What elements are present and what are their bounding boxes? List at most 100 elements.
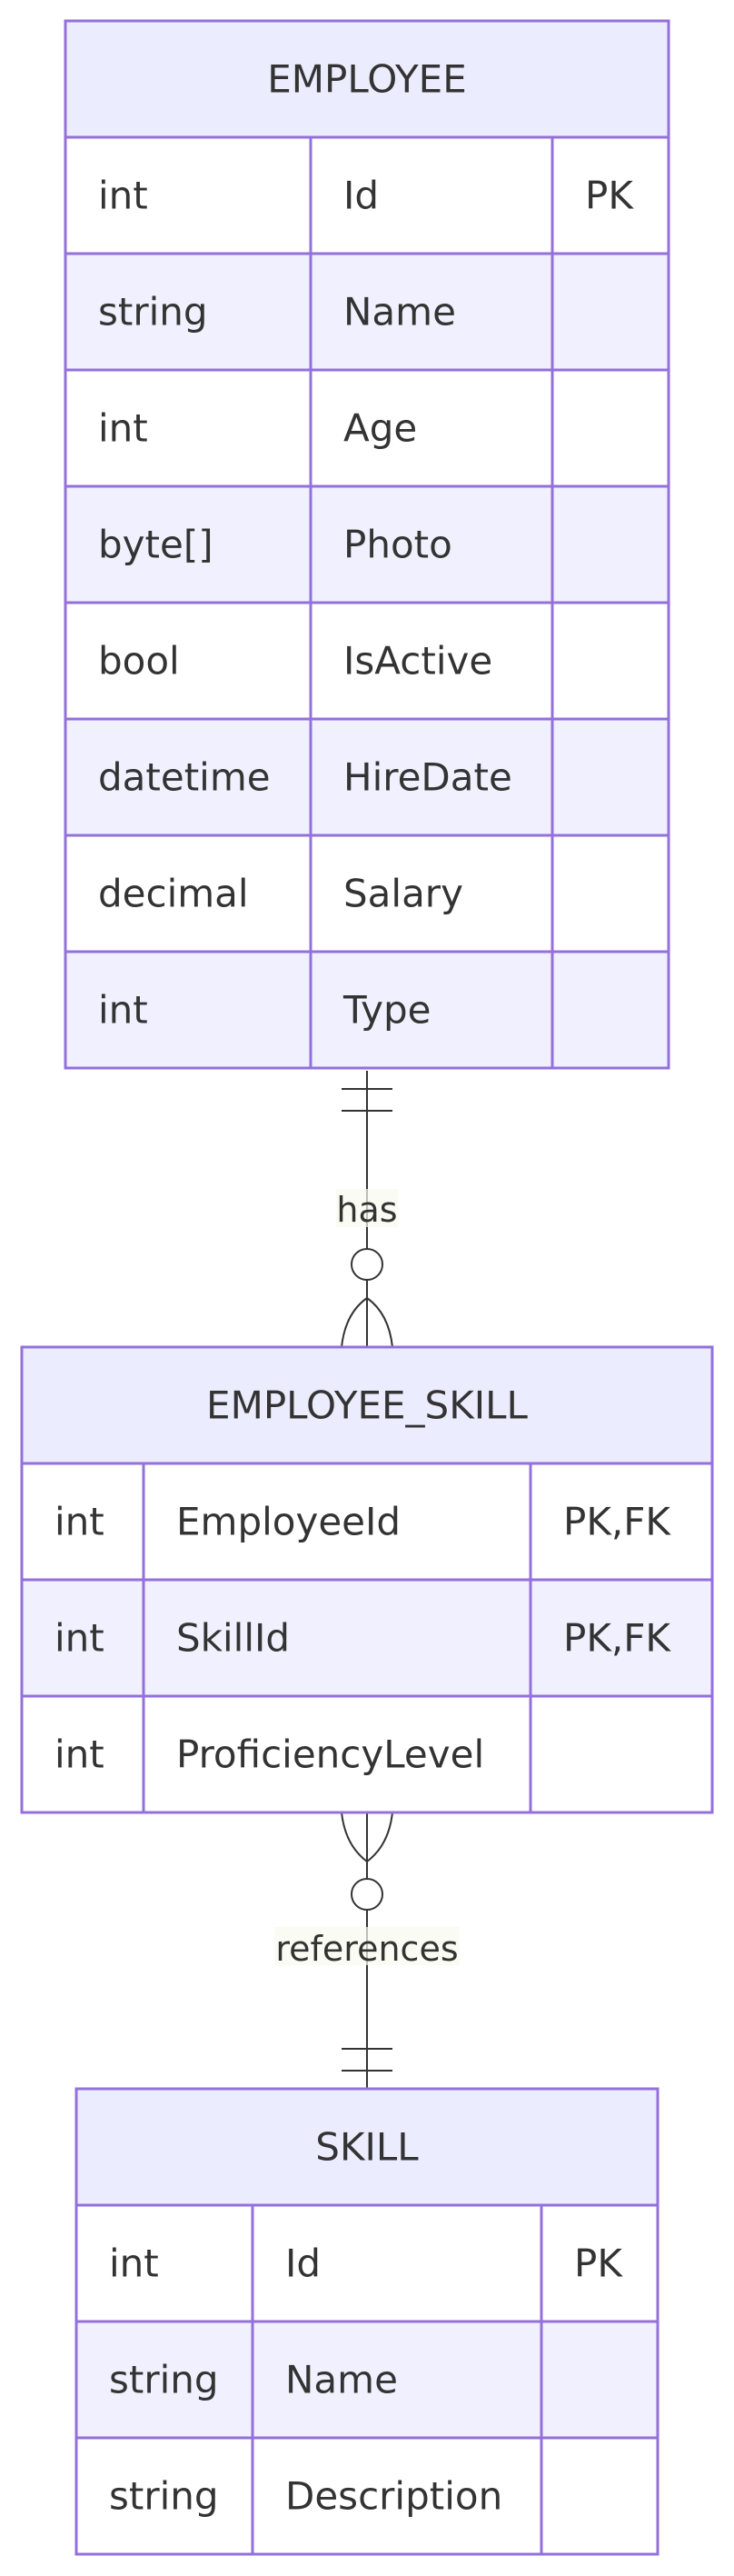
attribute-cell <box>251 2203 543 2323</box>
cardinality-many-crowfoot <box>366 1812 393 1862</box>
attribute-row: string Name <box>74 2320 660 2440</box>
attribute-type: int <box>109 2242 159 2286</box>
attribute-cell <box>550 252 670 372</box>
attribute-type: byte[] <box>98 523 213 567</box>
attribute-type: int <box>55 1616 104 1661</box>
cardinality-many-crowfoot <box>341 1812 368 1862</box>
attribute-type: int <box>98 406 148 451</box>
relationship-label: has <box>336 1190 397 1230</box>
attribute-key: PK,FK <box>563 1616 671 1661</box>
attribute-cell <box>309 135 554 255</box>
attribute-cell <box>550 717 670 837</box>
attribute-cell <box>309 601 554 721</box>
attribute-name: ProficiencyLevel <box>176 1732 484 1777</box>
attribute-cell <box>550 601 670 721</box>
entity-header <box>20 1345 714 1465</box>
attribute-row: int Id PK <box>64 135 670 255</box>
attribute-type: bool <box>98 639 180 684</box>
attribute-name: Name <box>285 2358 398 2402</box>
relationship-label-bg <box>336 1189 398 1227</box>
attribute-row: int Type <box>64 950 670 1070</box>
relationship-references: references <box>274 1812 460 2089</box>
attribute-cell <box>64 484 312 604</box>
attribute-key: PK,FK <box>563 1500 671 1544</box>
cardinality-zero-circle <box>351 1878 383 1911</box>
attribute-cell <box>550 368 670 488</box>
cardinality-many-crowfoot <box>366 1297 393 1348</box>
attribute-cell <box>550 135 670 255</box>
entity-title: EMPLOYEE <box>267 57 467 102</box>
attribute-cell <box>64 135 312 255</box>
entity-header <box>64 19 670 139</box>
attribute-row: bool IsActive <box>64 601 670 721</box>
attribute-type: int <box>55 1500 104 1544</box>
attribute-row: int Age <box>64 368 670 488</box>
attribute-type: int <box>98 174 148 218</box>
attribute-cell <box>20 1462 145 1582</box>
attribute-name: Description <box>285 2474 502 2519</box>
attribute-cell <box>550 834 670 954</box>
attribute-cell <box>64 950 312 1070</box>
relationship-label: references <box>275 1929 458 1969</box>
attribute-cell <box>529 1694 714 1814</box>
attribute-cell <box>309 834 554 954</box>
attribute-row: decimal Salary <box>64 834 670 954</box>
attribute-cell <box>529 1462 714 1582</box>
attribute-name: Id <box>343 174 379 218</box>
relationship-label-bg <box>274 1927 460 1965</box>
attribute-cell <box>74 2436 254 2556</box>
attribute-name: EmployeeId <box>176 1500 401 1544</box>
attribute-name: Age <box>343 406 417 451</box>
attribute-name: HireDate <box>343 755 512 800</box>
attribute-cell <box>540 2320 660 2440</box>
attribute-cell <box>251 2320 543 2440</box>
attribute-type: string <box>98 290 208 334</box>
entity-title: SKILL <box>315 2125 419 2170</box>
attribute-name: IsActive <box>343 639 492 684</box>
attribute-name: Type <box>342 988 431 1033</box>
attribute-type: int <box>55 1732 104 1777</box>
attribute-type: datetime <box>98 755 271 800</box>
attribute-row: int SkillId PK,FK <box>20 1578 714 1698</box>
attribute-name: SkillId <box>176 1616 290 1661</box>
attribute-row: string Name <box>64 252 670 372</box>
attribute-cell <box>550 484 670 604</box>
attribute-name: Salary <box>343 872 463 916</box>
entity-header <box>74 2087 660 2207</box>
attribute-type: int <box>98 988 148 1033</box>
attribute-cell <box>74 2203 254 2323</box>
attribute-cell <box>550 950 670 1070</box>
attribute-cell <box>20 1694 145 1814</box>
attribute-cell <box>309 484 554 604</box>
attribute-name: Name <box>343 290 456 334</box>
attribute-cell <box>142 1578 532 1698</box>
attribute-type: string <box>109 2358 219 2402</box>
attribute-key: PK <box>585 174 634 218</box>
entity-title: EMPLOYEE_SKILL <box>206 1383 528 1428</box>
attribute-cell <box>64 601 312 721</box>
attribute-row: int ProficiencyLevel <box>20 1694 714 1814</box>
cardinality-many-crowfoot <box>341 1297 368 1348</box>
attribute-cell <box>142 1694 532 1814</box>
attribute-key: PK <box>574 2242 623 2286</box>
relationship-has: has <box>336 1071 398 1348</box>
attribute-row: datetime HireDate <box>64 717 670 837</box>
attribute-row: byte[] Photo <box>64 484 670 604</box>
attribute-type: decimal <box>98 872 249 916</box>
cardinality-zero-circle <box>351 1248 383 1281</box>
attribute-name: Photo <box>343 523 452 567</box>
attribute-cell <box>540 2436 660 2556</box>
attribute-row: int EmployeeId PK,FK <box>20 1462 714 1582</box>
attribute-row: int Id PK <box>74 2203 660 2323</box>
attribute-name: Id <box>285 2242 321 2286</box>
attribute-cell <box>64 368 312 488</box>
attribute-cell <box>529 1578 714 1698</box>
